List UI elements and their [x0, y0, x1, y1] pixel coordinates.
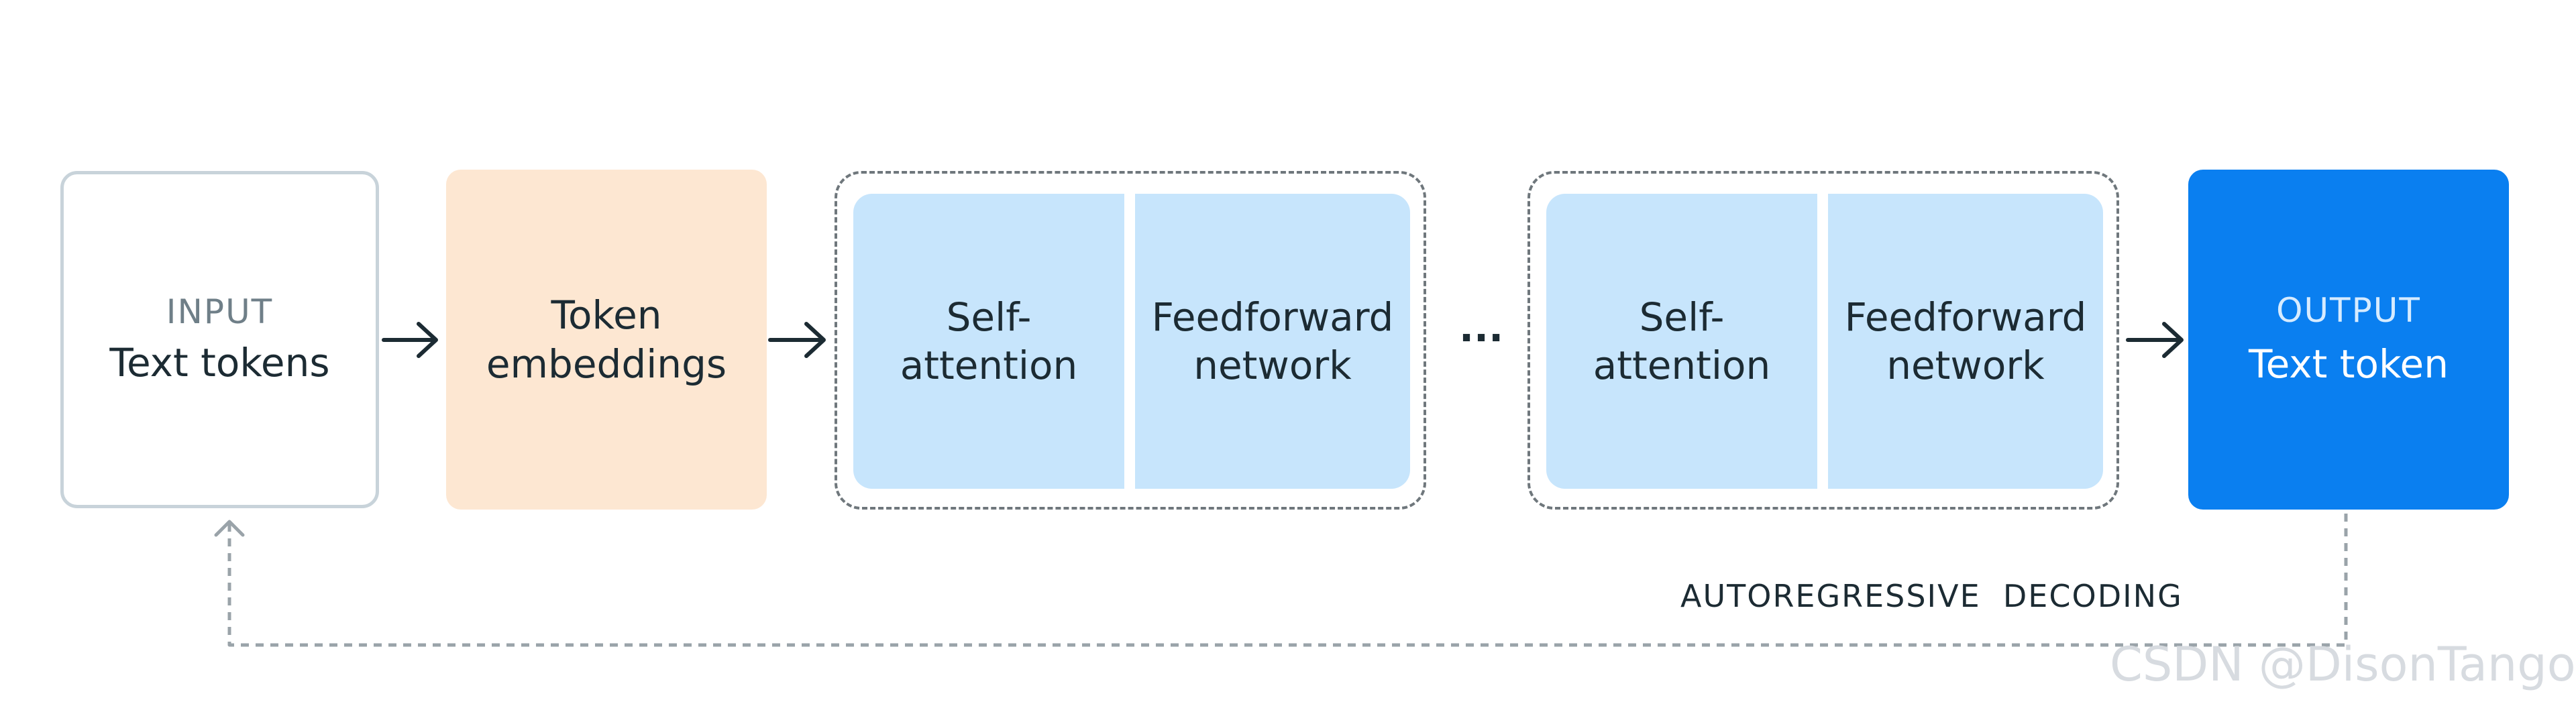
autoregressive-decoding-label: AUTOREGRESSIVE DECODING [1680, 578, 2183, 614]
output-box: OUTPUT Text token [2188, 170, 2509, 510]
arrow-block-to-output [2126, 322, 2184, 358]
feedforward-label-line2: network [1193, 343, 1352, 388]
loop-arrowhead [214, 520, 245, 537]
output-label: Text token [2249, 341, 2449, 388]
transformer-block-1: Self- attention Feedforward network [835, 171, 1426, 510]
self-attention-label-line1: Self- [946, 294, 1032, 340]
input-tag: INPUT [166, 292, 274, 332]
embeddings-label-line1: Token [551, 292, 662, 338]
self-attention-cell: Self- attention [853, 194, 1124, 489]
feedforward-label-line1: Feedforward [1844, 294, 2087, 340]
feedforward-label-line1: Feedforward [1151, 294, 1394, 340]
embeddings-label-line2: embeddings [486, 341, 727, 387]
token-embeddings-box: Token embeddings [446, 170, 767, 510]
self-attention-cell: Self- attention [1546, 194, 1817, 489]
watermark: CSDN @DisonTangor [2110, 637, 2576, 692]
transformer-block-2: Self- attention Feedforward network [1527, 171, 2119, 510]
ellipsis: ... [1459, 305, 1504, 351]
feedforward-cell: Feedforward network [1828, 194, 2103, 489]
self-attention-label-line2: attention [1593, 343, 1771, 388]
output-tag: OUTPUT [2276, 291, 2421, 331]
feedforward-cell: Feedforward network [1135, 194, 1410, 489]
input-box: INPUT Text tokens [60, 171, 379, 508]
arrow-embeddings-to-block [768, 322, 826, 358]
self-attention-label-line1: Self- [1639, 294, 1725, 340]
input-label: Text tokens [109, 340, 330, 386]
feedforward-label-line2: network [1886, 343, 2045, 388]
arrow-input-to-embeddings [382, 322, 438, 358]
autoregressive-loop [227, 514, 2348, 647]
self-attention-label-line2: attention [900, 343, 1078, 388]
